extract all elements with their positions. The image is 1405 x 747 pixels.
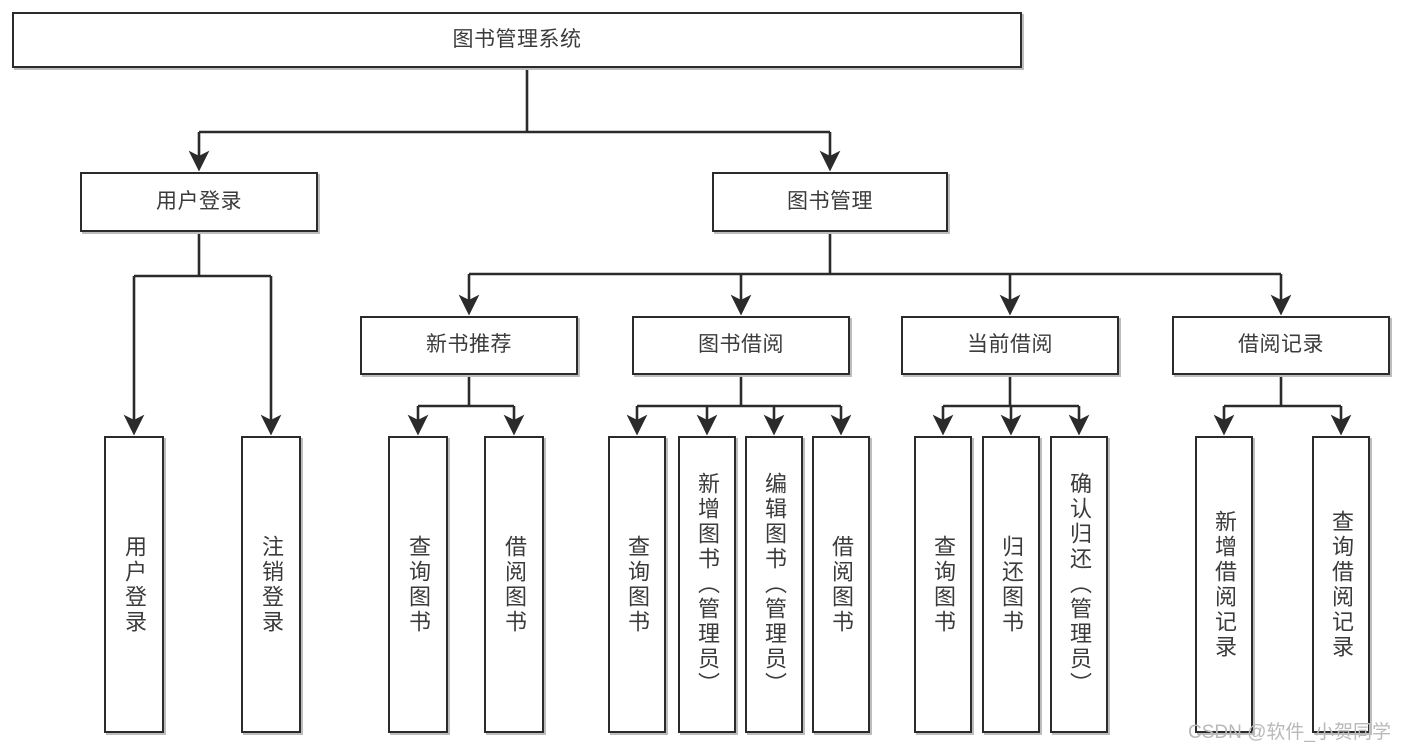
node-borrow-record[interactable]: 借阅记录 — [1172, 316, 1390, 375]
node-book-borrow[interactable]: 图书借阅 — [632, 316, 850, 375]
node-leaf-borrow-book-rec-label: 借阅图书 — [501, 534, 527, 635]
node-leaf-borrow-book-rec[interactable]: 借阅图书 — [484, 436, 544, 733]
node-leaf-borrow-book-label: 借阅图书 — [828, 534, 854, 635]
node-leaf-return-book-label: 归还图书 — [998, 534, 1024, 635]
node-user-login[interactable]: 用户登录 — [80, 172, 318, 232]
node-leaf-user-login-label: 用户登录 — [121, 534, 147, 635]
node-book-manage-label: 图书管理 — [787, 189, 873, 213]
node-root[interactable]: 图书管理系统 — [12, 12, 1022, 68]
node-borrow-record-label: 借阅记录 — [1238, 333, 1324, 357]
node-leaf-add-book-label: 新增图书（管理员） — [694, 472, 720, 697]
node-leaf-return-book[interactable]: 归还图书 — [982, 436, 1040, 733]
node-new-book-rec[interactable]: 新书推荐 — [360, 316, 578, 375]
watermark-text: CSDN @软件_小贺同学 — [1188, 722, 1391, 743]
node-leaf-add-record-label: 新增借阅记录 — [1211, 509, 1237, 660]
node-leaf-logout[interactable]: 注销登录 — [241, 436, 301, 733]
node-current-borrow-label: 当前借阅 — [967, 333, 1053, 357]
node-leaf-logout-label: 注销登录 — [258, 534, 284, 635]
node-leaf-confirm-return-label: 确认归还（管理员） — [1066, 472, 1092, 697]
node-leaf-add-book[interactable]: 新增图书（管理员） — [678, 436, 736, 733]
node-leaf-edit-book[interactable]: 编辑图书（管理员） — [745, 436, 803, 733]
node-leaf-query-record[interactable]: 查询借阅记录 — [1312, 436, 1370, 733]
node-leaf-query-book[interactable]: 查询图书 — [608, 436, 666, 733]
node-leaf-add-record[interactable]: 新增借阅记录 — [1195, 436, 1253, 733]
node-leaf-query-book-rec-label: 查询图书 — [405, 534, 431, 635]
node-new-book-rec-label: 新书推荐 — [426, 333, 512, 357]
node-leaf-user-login[interactable]: 用户登录 — [104, 436, 164, 733]
node-leaf-query-book-rec[interactable]: 查询图书 — [388, 436, 448, 733]
node-leaf-borrow-book[interactable]: 借阅图书 — [812, 436, 870, 733]
node-leaf-query-book-cur[interactable]: 查询图书 — [914, 436, 972, 733]
node-leaf-query-book-label: 查询图书 — [624, 534, 650, 635]
node-leaf-query-book-cur-label: 查询图书 — [930, 534, 956, 635]
node-root-label: 图书管理系统 — [452, 27, 582, 51]
node-user-login-label: 用户登录 — [156, 189, 242, 213]
node-leaf-confirm-return[interactable]: 确认归还（管理员） — [1050, 436, 1108, 733]
node-book-manage[interactable]: 图书管理 — [712, 172, 948, 232]
node-leaf-query-record-label: 查询借阅记录 — [1328, 509, 1354, 660]
node-leaf-edit-book-label: 编辑图书（管理员） — [761, 472, 787, 697]
node-current-borrow[interactable]: 当前借阅 — [901, 316, 1119, 375]
node-book-borrow-label: 图书借阅 — [698, 333, 784, 357]
